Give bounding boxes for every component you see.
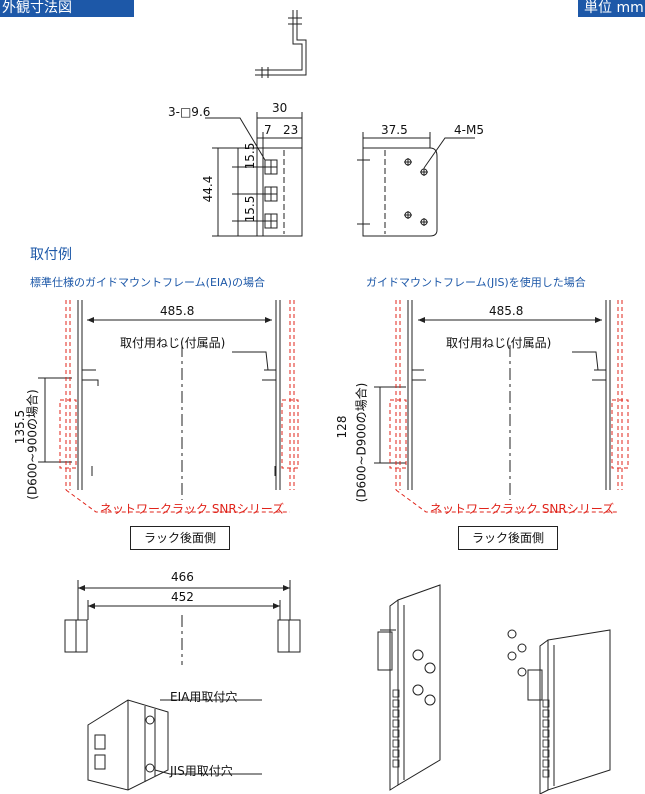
hole-size-label: 3-□9.6 (168, 105, 211, 119)
jis-depth-note: (D600~D900の場合) (354, 382, 369, 503)
dim-452: 452 (171, 590, 194, 604)
dim-44-4: 44.4 (201, 175, 215, 203)
jis-caption: ガイドマウントフレーム(JIS)を使用した場合 (366, 276, 586, 289)
dim-37-5: 37.5 (381, 123, 408, 137)
jis-rack-label: ネットワークラック SNRシリーズ (430, 502, 615, 516)
jis-depth-value: 128 (335, 415, 349, 439)
eia-caption: 標準仕様のガイドマウントフレーム(EIA)の場合 (30, 276, 265, 289)
mount-example-eia (38, 300, 281, 500)
rack-perspective-left (377, 584, 441, 791)
dim-7: 7 (264, 123, 272, 137)
mount-example-eia-rack (59, 300, 299, 513)
dimension-arrows (78, 317, 602, 609)
jis-screw-label: 取付用ねじ(付属品) (446, 336, 552, 350)
dim-466: 466 (171, 570, 194, 584)
eia-width-dim: 485.8 (160, 304, 195, 318)
bracket-plan-view (357, 132, 475, 237)
page-title-bar: 外観寸法図 (0, 0, 134, 17)
dim-30: 30 (272, 101, 288, 115)
example-title: 取付例 (30, 247, 72, 263)
eia-depth-note: (D600~900の場合) (25, 389, 40, 500)
eia-rack-label: ネットワークラック SNRシリーズ (100, 502, 285, 516)
rack-perspective-right (507, 629, 611, 794)
rail-hole-grid (392, 689, 550, 778)
bracket-front-view (205, 112, 303, 237)
dim-15-5-upper: 15.5 (243, 142, 257, 170)
screw-spec-label: 4-M5 (454, 123, 484, 137)
eia-rear-side-label: ラック後面側 (130, 526, 230, 550)
unit-bar: 単位 mm (578, 0, 645, 17)
unit-label: 単位 mm (584, 0, 644, 16)
jis-width-dim: 485.8 (489, 304, 524, 318)
dim-23: 23 (283, 123, 299, 137)
mount-example-jis (374, 300, 611, 500)
jis-rear-side-label: ラック後面側 (458, 526, 558, 550)
mount-example-jis-rack (389, 300, 629, 513)
dim-15-5-lower: 15.5 (243, 195, 257, 223)
bracket-side-view (255, 10, 307, 78)
jis-hole-label: JIS用取付穴 (170, 764, 233, 778)
page-title: 外観寸法図 (2, 0, 72, 16)
eia-hole-label: EIA用取付穴 (170, 690, 238, 704)
bracket-isometric (87, 699, 262, 791)
width-view (64, 580, 301, 665)
eia-screw-label: 取付用ねじ(付属品) (120, 336, 226, 350)
